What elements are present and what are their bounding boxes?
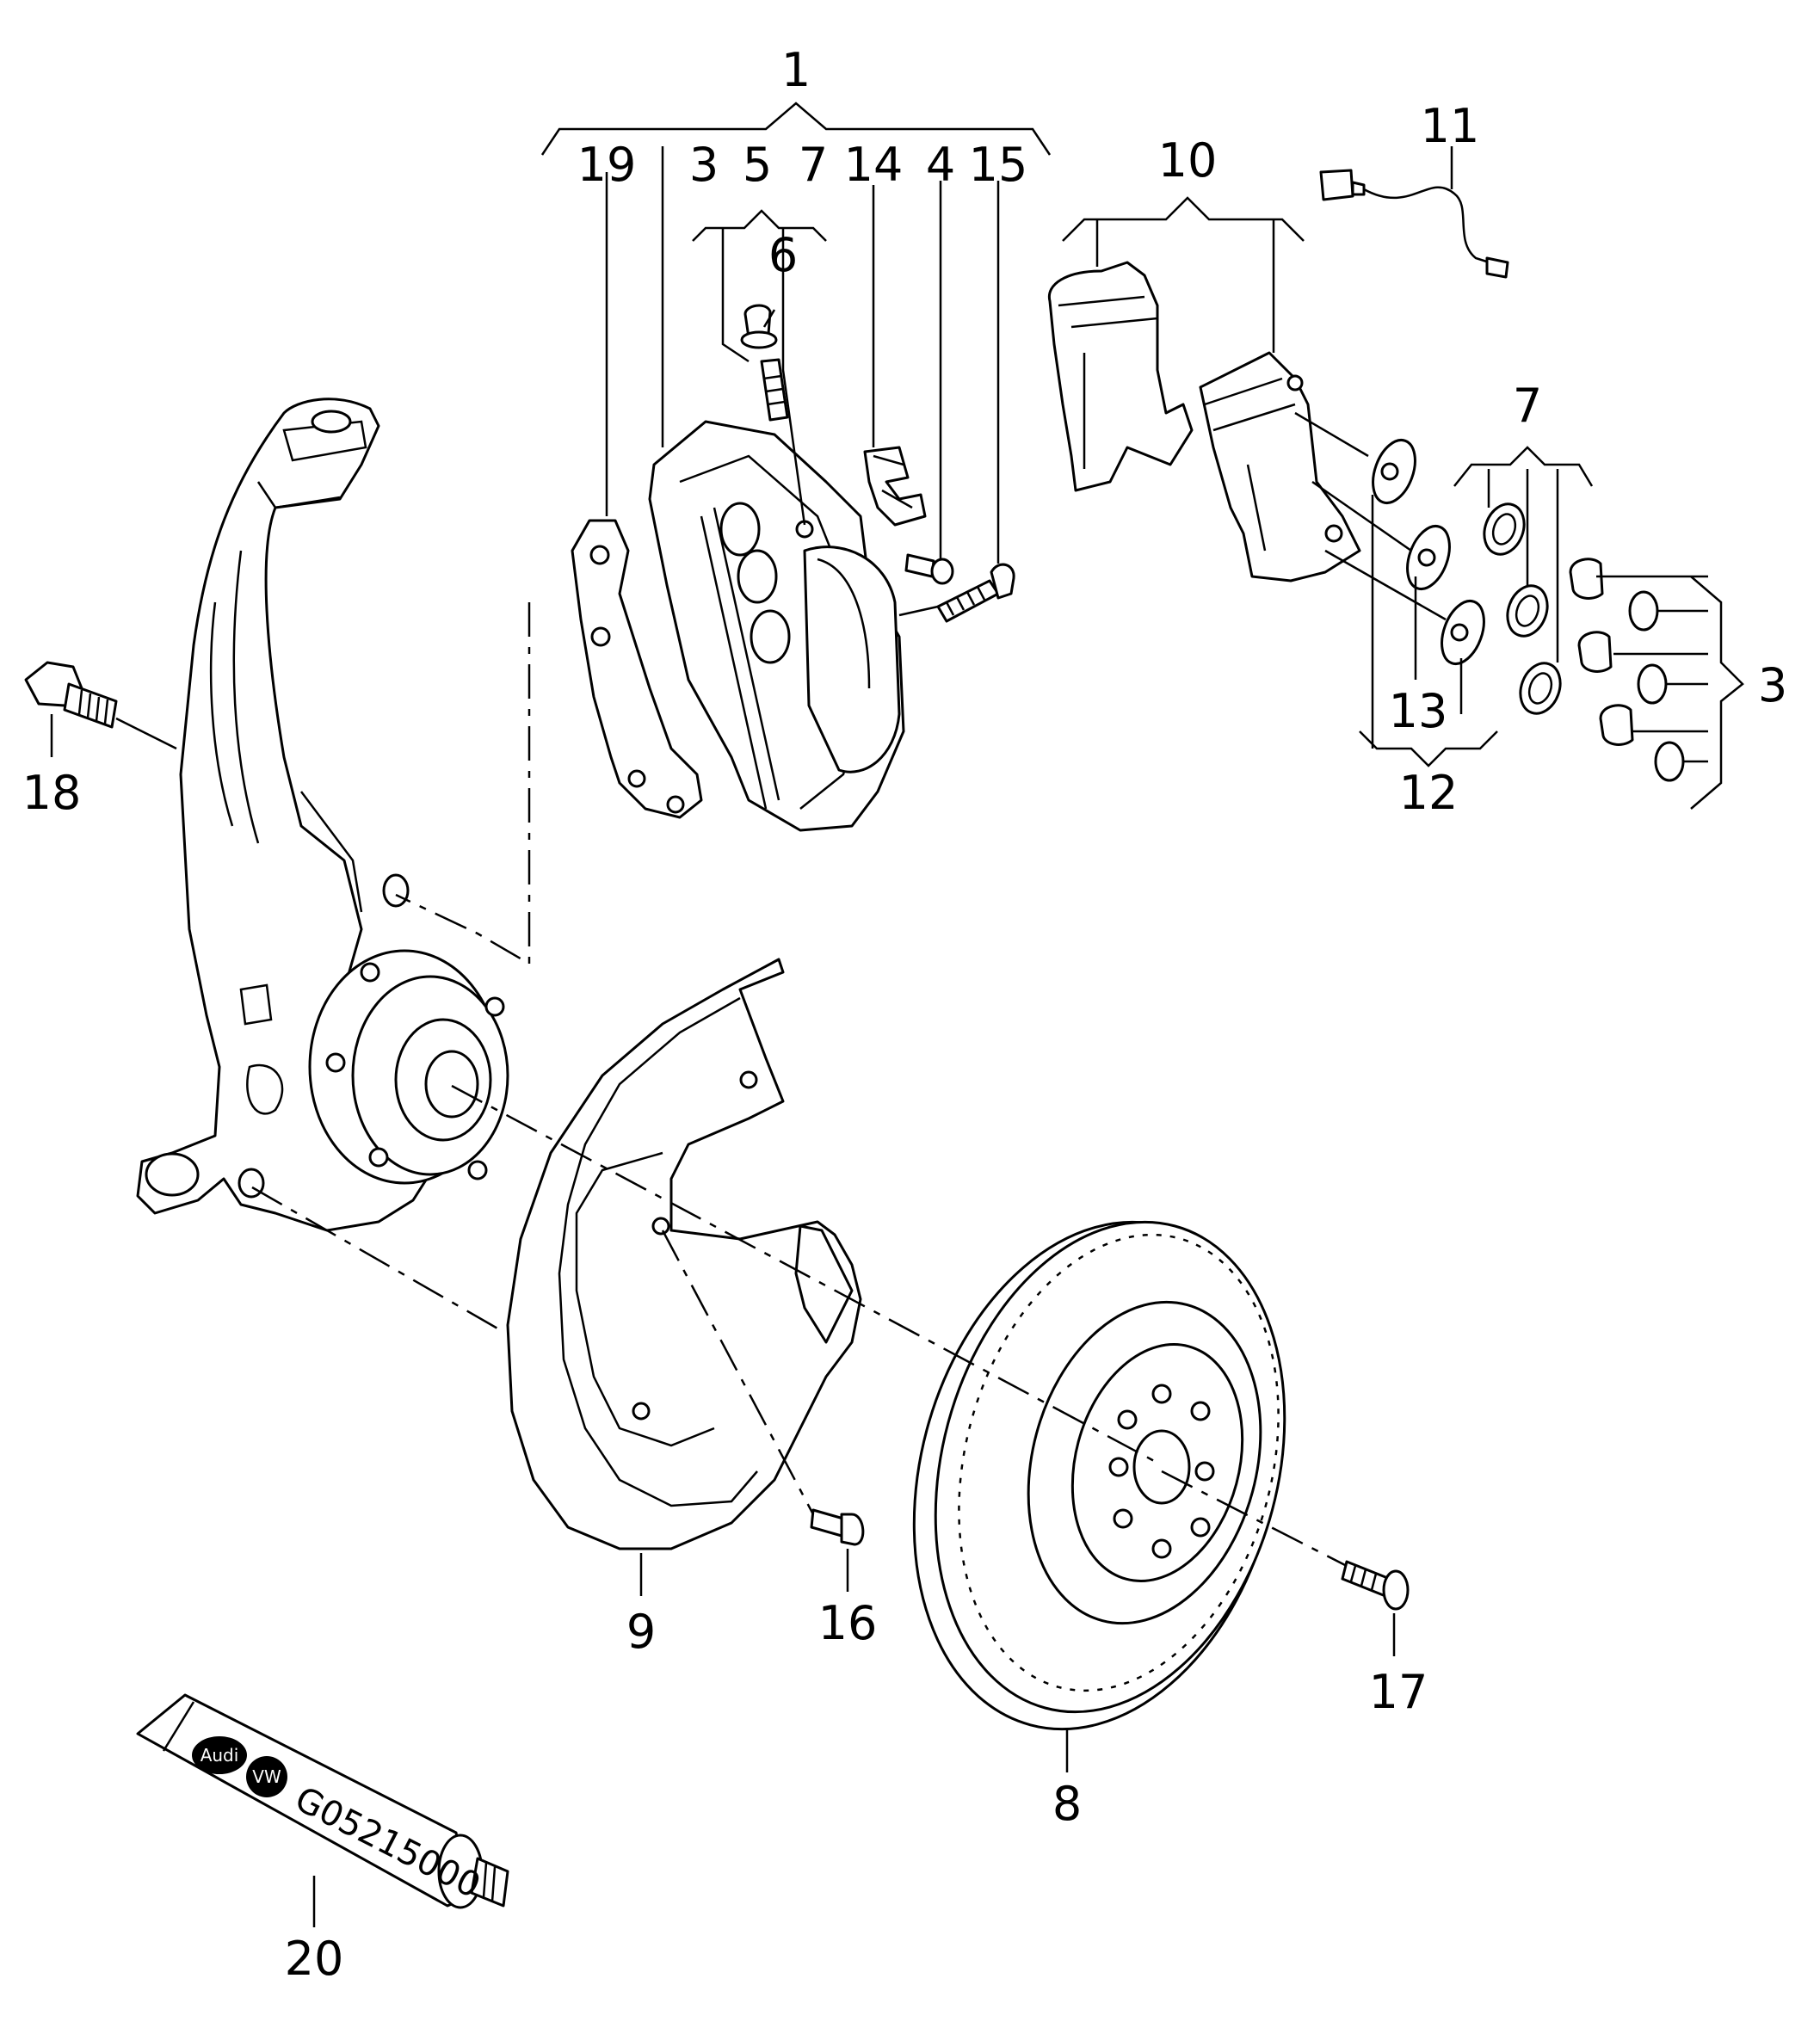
callout-1: 1 <box>781 43 811 97</box>
brake-caliper <box>648 420 905 832</box>
upper-mount-hole <box>311 410 352 434</box>
callout-16: 16 <box>818 1596 878 1650</box>
callout-7-caliper: 7 <box>799 138 828 192</box>
brake-pad-outer <box>1047 261 1194 492</box>
vw-logo-text: VW <box>252 1766 281 1787</box>
wheel-hub <box>308 949 509 1185</box>
callout-12: 12 <box>1399 766 1459 820</box>
caliper-pistons-3 <box>1569 558 1685 782</box>
callout-9: 9 <box>626 1605 656 1659</box>
brake-disc-8 <box>912 1220 1286 1731</box>
callout-3-pistons: 3 <box>1758 658 1787 712</box>
bleeder-screw-6 <box>740 304 789 422</box>
callout-6: 6 <box>768 228 798 282</box>
callout-20: 20 <box>285 1932 344 1986</box>
callout-10: 10 <box>1158 133 1218 188</box>
wear-sensor-11 <box>1319 169 1509 279</box>
hub-bore <box>424 1050 479 1119</box>
callout-13: 13 <box>1389 684 1448 738</box>
seal-rings-7 <box>1483 502 1562 715</box>
callout-15: 15 <box>969 138 1028 192</box>
callout-19: 19 <box>577 138 637 192</box>
callout-11: 11 <box>1421 99 1480 153</box>
lower-arm-eye <box>145 1152 200 1197</box>
splash-shield-9 <box>506 958 862 1550</box>
disc-screw-17 <box>1341 1560 1410 1611</box>
audi-logo-text: Audi <box>201 1745 239 1766</box>
pad-shims-13 <box>1372 439 1485 665</box>
knuckle-bolt-18 <box>24 661 118 729</box>
grease-tube-20: Audi VW G05215000 <box>136 1693 509 1909</box>
callout-17: 17 <box>1369 1665 1428 1719</box>
callout-18: 18 <box>22 766 82 820</box>
callout-14: 14 <box>844 138 904 192</box>
pad-spring-clip-14 <box>863 446 927 527</box>
callout-labels: 1 19 3 5 7 14 4 15 6 10 11 7 3 13 12 18 … <box>22 43 1788 1986</box>
callout-8: 8 <box>1052 1777 1082 1831</box>
bolt-15 <box>936 563 1015 623</box>
vw-logo <box>246 1756 287 1797</box>
brake-pad-inner <box>1199 351 1361 582</box>
callout-5: 5 <box>743 138 772 192</box>
callout-4: 4 <box>926 138 955 192</box>
caliper-mount-hole-upper <box>382 873 410 908</box>
callout-7-seals: 7 <box>1513 379 1542 433</box>
callout-3-caliper: 3 <box>689 138 719 192</box>
disc-center-bore <box>1132 1429 1191 1505</box>
audi-logo <box>192 1736 247 1774</box>
caliper-bracket-19 <box>571 519 703 819</box>
assembly-axis-lines <box>251 602 1348 1568</box>
bolt-4 <box>904 553 954 585</box>
leader-lines <box>50 102 1744 1927</box>
shield-screw-16 <box>810 1508 865 1546</box>
